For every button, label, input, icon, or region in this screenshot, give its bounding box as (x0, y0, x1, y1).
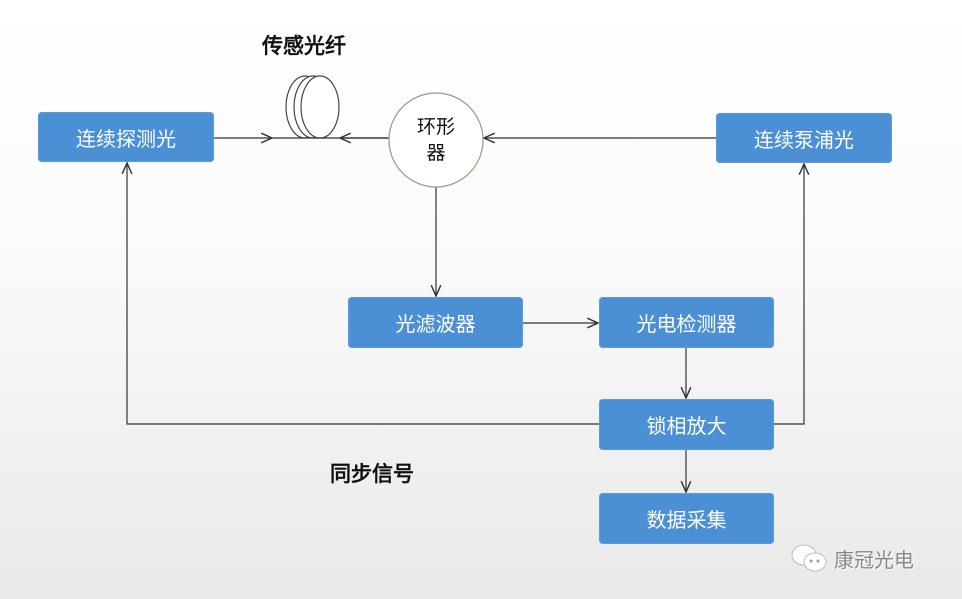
circulator-text: 环形器 (416, 116, 455, 164)
circulator-label: 环形器 (389, 93, 483, 187)
probe-light-box: 连续探测光 (38, 112, 214, 162)
pump-light-box: 连续泵浦光 (716, 113, 892, 163)
sensing-fiber-label: 传感光纤 (262, 34, 346, 58)
optical-filter-box: 光滤波器 (348, 297, 523, 348)
lockin-amplifier-box: 锁相放大 (599, 399, 774, 450)
data-acquisition-box: 数据采集 (599, 493, 774, 544)
sync-signal-label: 同步信号 (330, 462, 414, 486)
circulator-circle (388, 92, 484, 188)
photodetector-box: 光电检测器 (599, 297, 774, 348)
watermark: 康冠光电 (790, 543, 914, 573)
wechat-icon (791, 544, 827, 572)
watermark-text: 康冠光电 (834, 547, 914, 572)
fiber-coil-icon (285, 75, 340, 139)
